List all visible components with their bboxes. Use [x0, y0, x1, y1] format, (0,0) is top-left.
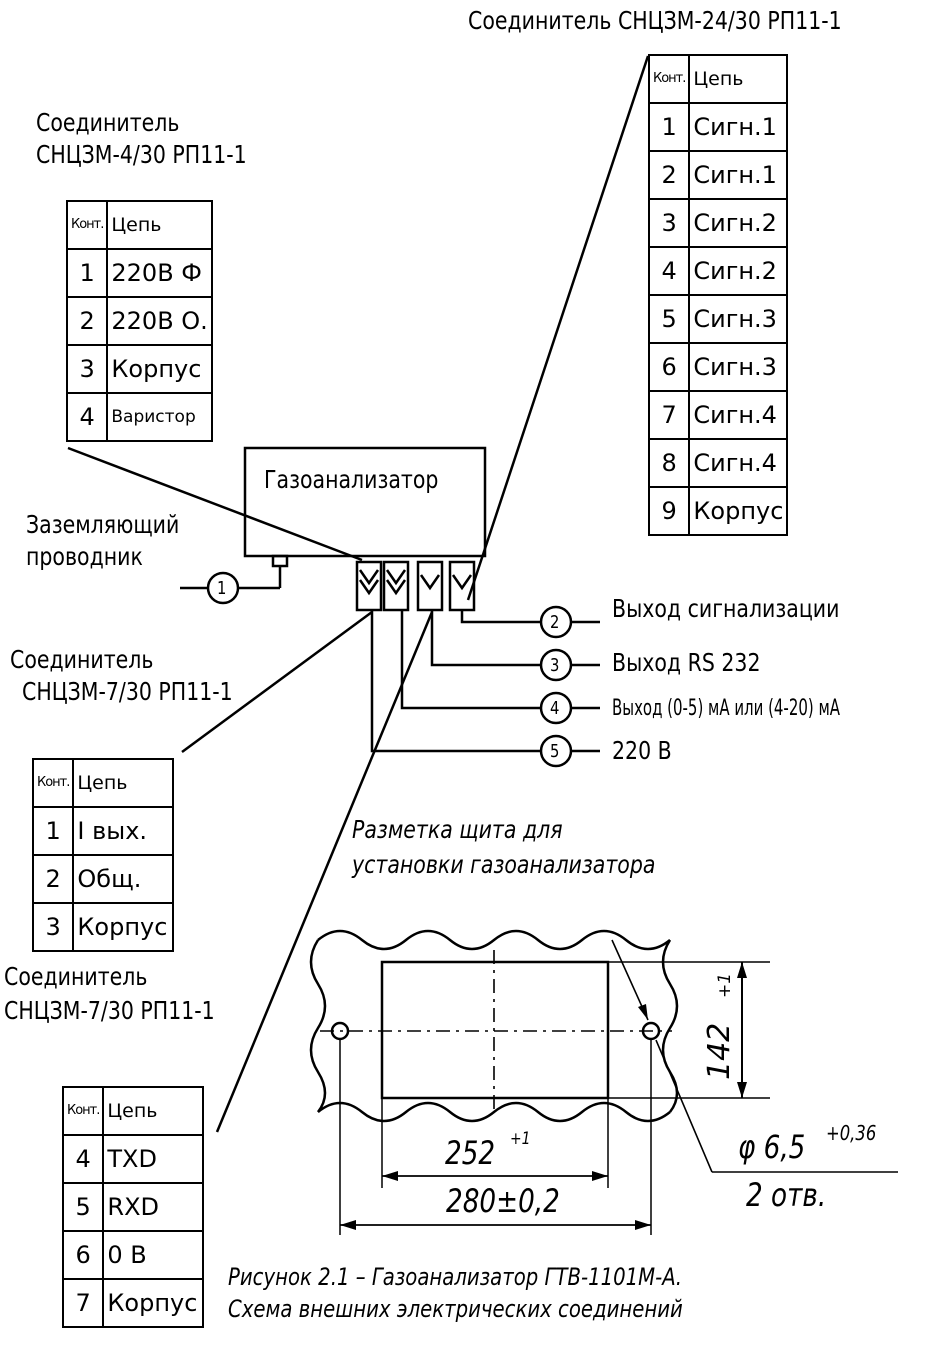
connector-block-3 — [416, 560, 444, 612]
caption-line-1: Рисунок 2.1 – Газоанализатор ГТВ-1101М-А… — [228, 1263, 682, 1291]
connector-7a-title-2: СНЦЗМ-7/30 РП11-1 — [22, 677, 233, 706]
connector-7b-title-2: СНЦЗМ-7/30 РП11-1 — [4, 996, 215, 1025]
output-circle-number: 3 — [550, 655, 560, 676]
ground-circle-number: 1 — [217, 578, 227, 599]
connector-7a-title-1: Соединитель — [10, 645, 154, 674]
output-circle-number: 2 — [550, 612, 560, 633]
panel-title-2: установки газоанализатора — [352, 850, 656, 879]
table-header-circuit: Цепь — [688, 54, 789, 104]
connector-block-1 — [355, 560, 383, 612]
table-header-contact: Конт. — [31, 758, 75, 808]
table-header-circuit: Цепь — [72, 758, 175, 808]
device-label: Газоанализатор — [264, 465, 439, 494]
dim-inner: 252 — [445, 1134, 496, 1172]
panel-title-1: Разметка щита для — [352, 815, 563, 844]
output-label: Выход (0-5) мА или (4-20) мА — [612, 696, 840, 721]
table-header-circuit: Цепь — [106, 200, 213, 250]
connector-4-title-2: СНЦЗМ-4/30 РП11-1 — [36, 140, 247, 169]
ground-label-1: Заземляющий — [26, 510, 180, 539]
connector-7b-title-1: Соединитель — [4, 962, 148, 991]
ground-label-2: проводник — [26, 542, 143, 571]
ground-stub — [271, 554, 289, 568]
dim-inner-tolerance: +1 — [510, 1129, 531, 1149]
hole-count: 2 отв. — [746, 1176, 827, 1214]
output-label: Выход сигнализации — [612, 594, 840, 623]
hole-tolerance: +0,36 — [826, 1121, 877, 1145]
panel-drawing — [309, 929, 898, 1235]
table-header-contact: Конт. — [61, 1086, 105, 1136]
dim-height-tolerance: +1 — [715, 972, 735, 998]
table-header-contact: Конт. — [647, 54, 691, 104]
connector-block-2 — [382, 560, 410, 612]
dim-outer: 280±0,2 — [446, 1182, 560, 1220]
caption-line-2: Схема внешних электрических соединений — [228, 1295, 683, 1323]
output-label: Выход RS 232 — [612, 648, 761, 677]
hole-diameter: φ 6,5 — [738, 1128, 806, 1166]
device-box — [243, 446, 487, 558]
connector-4-title-1: Соединитель — [36, 108, 180, 137]
output-label: 220 В — [612, 736, 672, 765]
dim-height: 142 — [702, 1022, 737, 1080]
connector-24-title: Соединитель СНЦЗМ-24/30 РП11-1 — [468, 6, 842, 35]
output-circle-number: 4 — [550, 698, 560, 719]
output-circle-number: 5 — [550, 741, 560, 762]
table-header-circuit: Цепь — [102, 1086, 205, 1136]
table-header-contact: Конт. — [65, 200, 109, 250]
